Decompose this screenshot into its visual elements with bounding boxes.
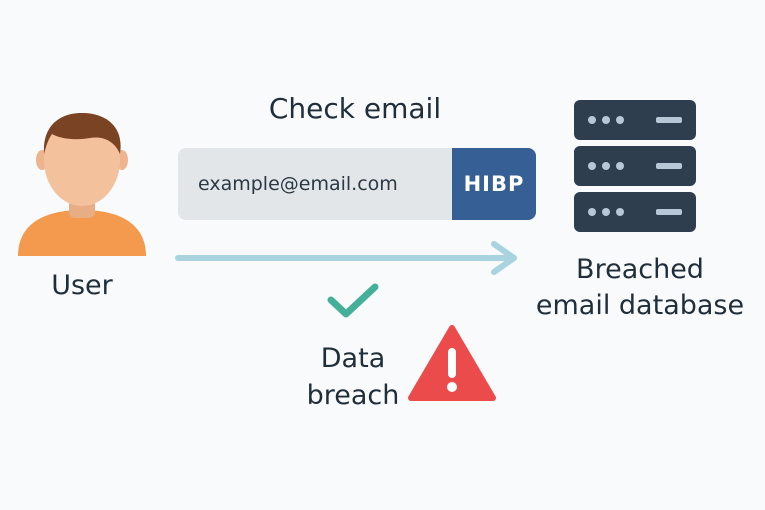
- breach-label-line2: breach: [306, 380, 400, 411]
- hibp-button[interactable]: HIBP: [452, 148, 536, 220]
- server-stack-icon: [574, 100, 696, 232]
- warning-triangle-icon: [408, 325, 496, 401]
- user-label: User: [51, 270, 113, 301]
- breach-label-line1: Data: [320, 343, 386, 374]
- database-label-line1: Breached: [576, 254, 704, 285]
- checkmark-icon: [327, 283, 379, 318]
- email-input[interactable]: [178, 148, 452, 220]
- breached-database-label: Breached email database: [520, 252, 760, 324]
- email-check-form: HIBP: [178, 148, 536, 220]
- arrow-right-icon: [175, 241, 517, 275]
- data-breach-label: Data breach: [298, 340, 408, 414]
- database-label-line2: email database: [535, 290, 745, 321]
- user-avatar-icon: [18, 112, 146, 256]
- check-email-title: Check email: [268, 92, 442, 125]
